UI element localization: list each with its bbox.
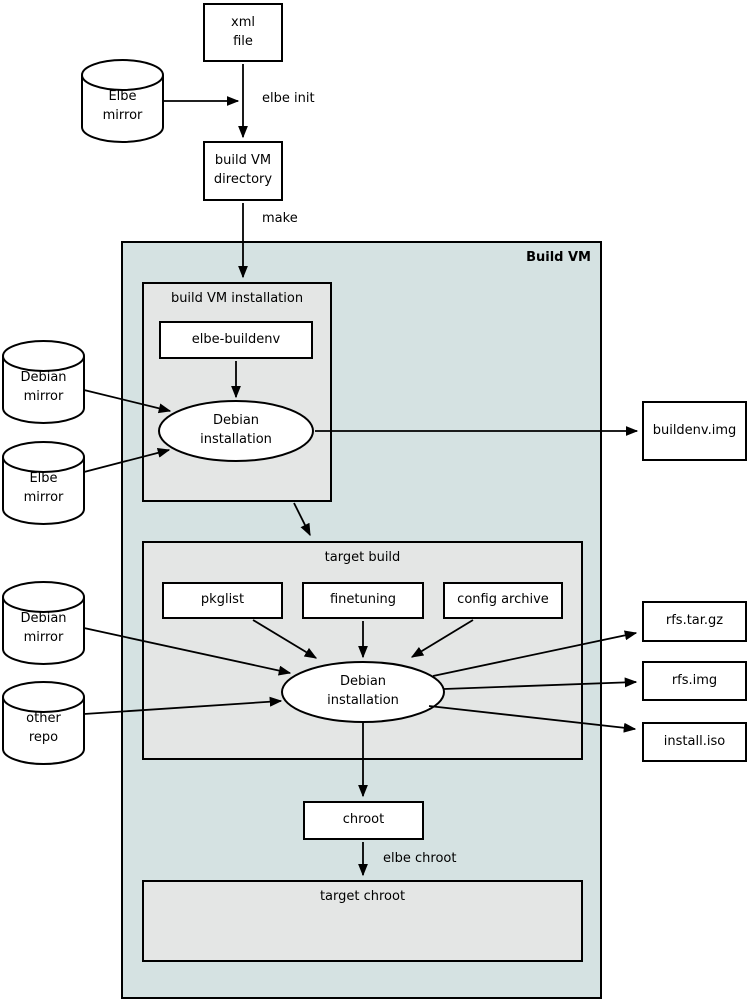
node-chroot: chroot xyxy=(303,801,424,840)
node-rfs-tar-gz: rfs.tar.gz xyxy=(642,601,747,642)
build-vm-installation-label: build VM installation xyxy=(170,291,304,306)
node-pkglist-label: pkglist xyxy=(200,592,245,608)
node-elbe-mirror-top: Elbe mirror xyxy=(82,78,163,136)
build-vm-label: Build VM xyxy=(526,250,591,265)
node-debian-mirror-mid-label: Debian mirror xyxy=(20,370,67,404)
edge-label-elbe-init: elbe init xyxy=(262,91,315,106)
node-pkglist: pkglist xyxy=(162,582,283,619)
node-finetuning: finetuning xyxy=(302,582,424,619)
node-buildenv-img-label: buildenv.img xyxy=(652,422,737,438)
node-finetuning-label: finetuning xyxy=(329,592,397,608)
node-config-archive-label: config archive xyxy=(457,592,549,608)
node-install-iso-label: install.iso xyxy=(663,733,726,749)
node-install-iso: install.iso xyxy=(642,722,747,762)
node-rfs-img: rfs.img xyxy=(642,661,747,701)
build-vm-installation-group: build VM installation xyxy=(142,282,332,502)
node-rfs-tar-gz-label: rfs.tar.gz xyxy=(665,613,724,629)
node-buildenv-img: buildenv.img xyxy=(642,401,747,461)
node-elbe-buildenv-label: elbe-buildenv xyxy=(191,331,281,347)
target-build-group: target build xyxy=(142,541,583,760)
node-rfs-img-label: rfs.img xyxy=(671,672,718,688)
node-other-repo: other repo xyxy=(3,700,84,758)
edge-label-make: make xyxy=(262,211,298,226)
node-other-repo-label: other repo xyxy=(26,711,61,745)
node-debian-installation-buildenv: Debian installation xyxy=(159,401,313,461)
node-xml-file: xml file xyxy=(203,3,283,62)
target-chroot-group: target chroot xyxy=(142,880,583,962)
target-chroot-label: target chroot xyxy=(319,889,406,904)
node-debian-mirror-bottom-label: Debian mirror xyxy=(20,611,67,645)
node-build-vm-directory: build VM directory xyxy=(203,141,283,201)
target-build-label: target build xyxy=(324,550,401,565)
node-debian-mirror-mid: Debian mirror xyxy=(3,359,84,417)
node-elbe-mirror-top-label: Elbe mirror xyxy=(102,89,143,123)
node-elbe-mirror-mid: Elbe mirror xyxy=(3,460,84,518)
edge-label-elbe-chroot: elbe chroot xyxy=(383,851,457,866)
node-chroot-label: chroot xyxy=(342,812,385,828)
node-xml-file-label: xml file xyxy=(231,14,255,49)
node-elbe-mirror-mid-label: Elbe mirror xyxy=(23,471,64,505)
node-debian-installation-target-label: Debian installation xyxy=(327,674,399,708)
node-debian-mirror-bottom: Debian mirror xyxy=(3,600,84,658)
node-debian-installation-target: Debian installation xyxy=(282,662,444,722)
node-debian-installation-buildenv-label: Debian installation xyxy=(200,413,272,447)
node-elbe-buildenv: elbe-buildenv xyxy=(159,321,313,359)
node-config-archive: config archive xyxy=(443,582,563,619)
node-build-vm-directory-label: build VM directory xyxy=(213,153,273,187)
